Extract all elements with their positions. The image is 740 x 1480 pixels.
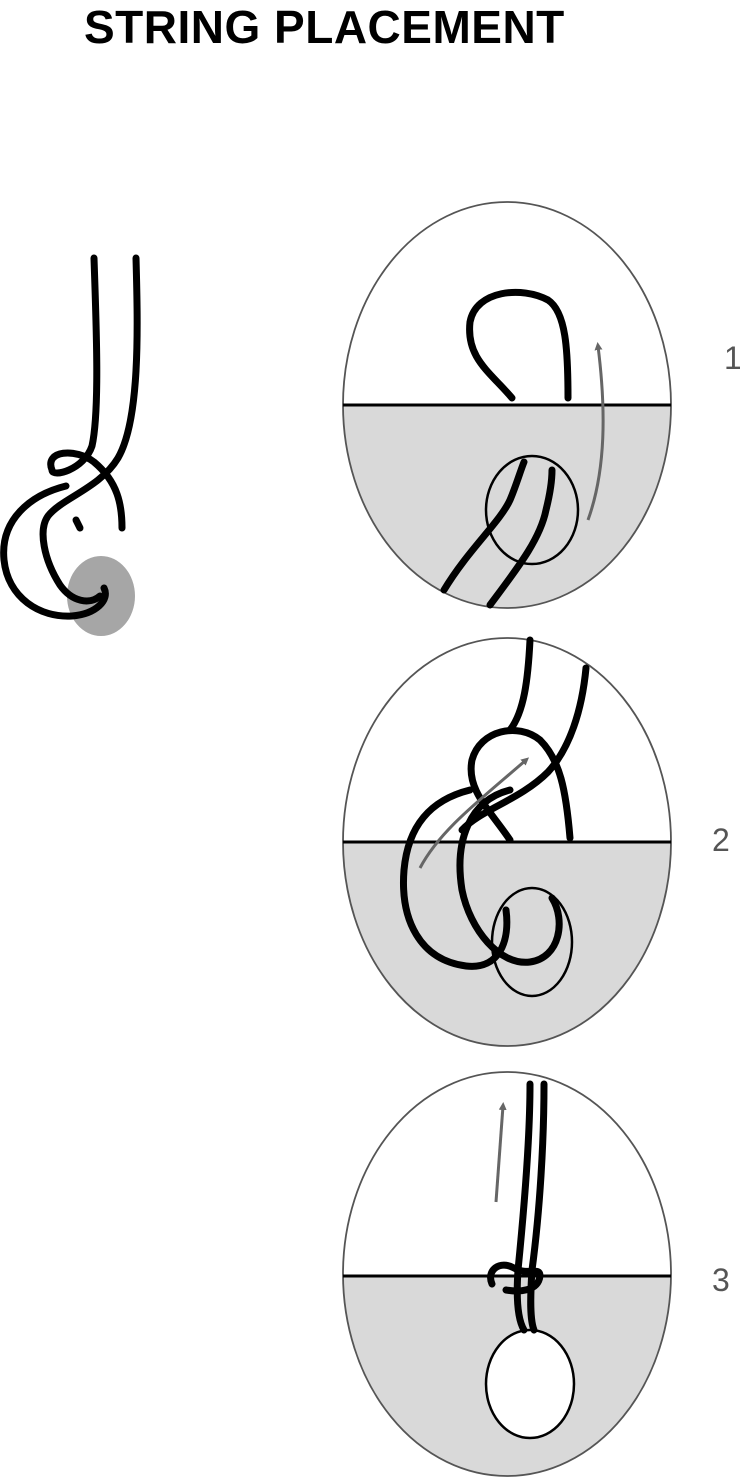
string-loop-top — [466, 288, 572, 402]
diagram-title: STRING PLACEMENT — [84, 1, 565, 53]
step-2-panel — [342, 636, 672, 1047]
step-number-2: 2 — [712, 822, 730, 858]
string-cross — [72, 516, 84, 532]
hole — [484, 454, 580, 566]
step-1-panel — [342, 201, 672, 609]
string-strand-right — [39, 254, 141, 605]
string-strand-b — [527, 1080, 548, 1334]
string-loop-right — [467, 727, 574, 844]
string-strand-top-right — [458, 664, 590, 834]
step-number-1: 1 — [724, 340, 740, 376]
overview-knot — [0, 254, 141, 636]
direction-arrow — [494, 1102, 507, 1203]
string-loop-outer — [0, 482, 109, 620]
step-number-3: 3 — [712, 1262, 730, 1298]
hole — [484, 1328, 576, 1440]
string-knot — [487, 1261, 544, 1295]
string-strand-b — [486, 466, 556, 609]
string-strand-a — [513, 1080, 534, 1334]
direction-arrow — [418, 757, 530, 869]
string-loop-inner — [456, 786, 563, 966]
direction-arrow — [586, 342, 605, 521]
step-3-panel — [342, 1071, 672, 1477]
surface — [343, 842, 671, 1046]
string-strand-top-left — [506, 636, 534, 734]
string-strand-a — [440, 458, 528, 594]
panel-outline — [342, 1071, 672, 1477]
